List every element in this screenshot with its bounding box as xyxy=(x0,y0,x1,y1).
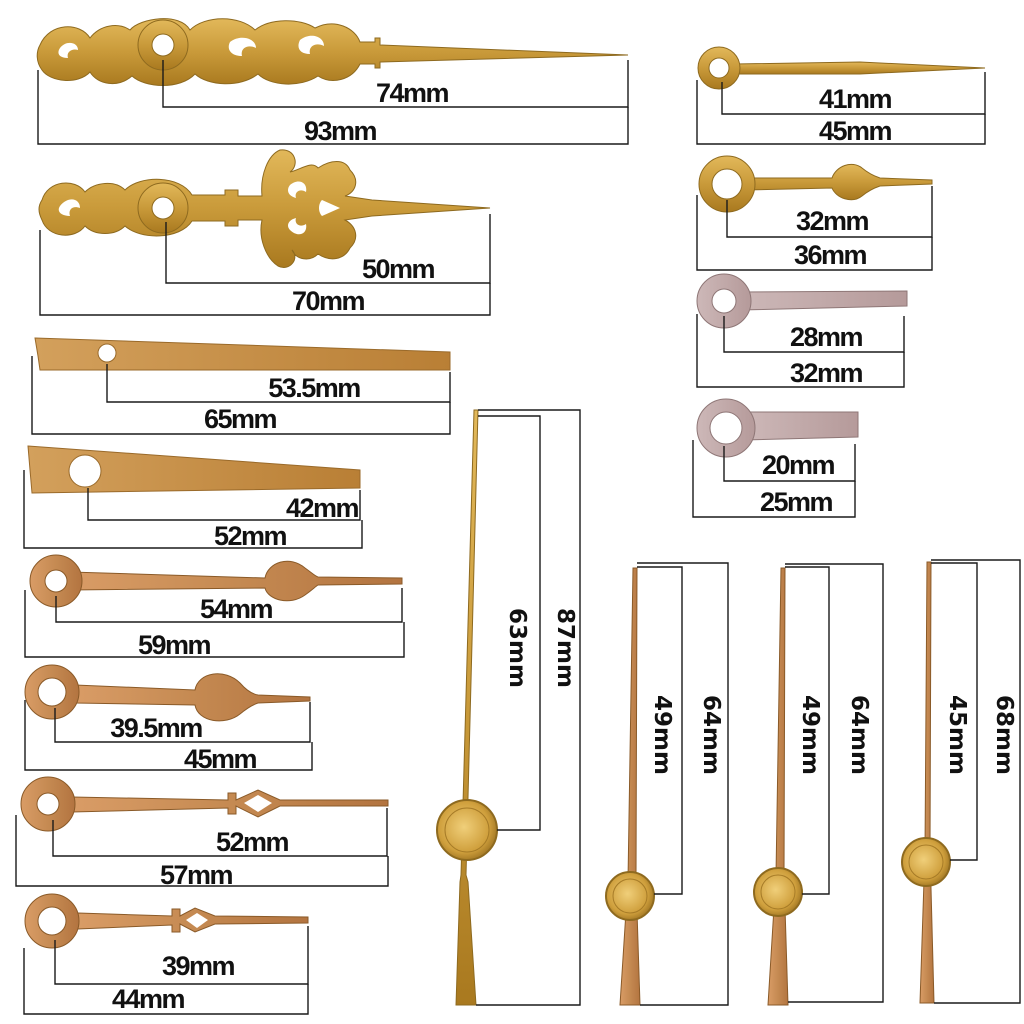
label-outer: 70mm xyxy=(292,286,365,316)
dimension-lines-13 xyxy=(476,409,581,1006)
hand-diamond-short xyxy=(24,893,309,949)
dimension-lines-1 xyxy=(37,60,629,145)
dimension-lines-8 xyxy=(23,926,309,1015)
label-inner: 45mm xyxy=(944,695,970,775)
dimension-lines-12 xyxy=(692,440,856,518)
label-inner: 53.5mm xyxy=(268,373,360,403)
dimension-lines-9 xyxy=(696,72,986,145)
dimension-lines-3 xyxy=(31,356,451,435)
hand-stick-silver-long xyxy=(696,273,908,329)
label-inner: 42mm xyxy=(286,493,359,523)
hand-needle-small xyxy=(697,46,986,90)
hand-ornate-long xyxy=(36,18,629,86)
dimension-lines-15 xyxy=(785,563,884,1003)
label-outer: 87mm xyxy=(552,608,578,688)
hand-body xyxy=(619,567,641,1006)
label-outer: 57mm xyxy=(160,860,233,890)
hand-body xyxy=(38,149,491,268)
label-inner: 49mm xyxy=(797,695,823,775)
dimension-lines-5 xyxy=(24,588,405,658)
label-inner: 20mm xyxy=(762,450,835,480)
label-outer: 32mm xyxy=(790,358,863,388)
label-outer: 44mm xyxy=(112,984,185,1014)
hand-hub xyxy=(436,799,498,861)
second-hand-c xyxy=(901,561,951,1004)
hand-ornate-fleur xyxy=(38,149,491,268)
label-inner: 54mm xyxy=(200,594,273,624)
label-outer: 59mm xyxy=(138,630,211,660)
label-outer: 45mm xyxy=(184,744,257,774)
hand-diamond-long xyxy=(20,776,389,832)
hand-body xyxy=(767,567,789,1006)
hand-body xyxy=(744,163,933,201)
label-inner: 39mm xyxy=(162,951,235,981)
hand-flat-wide-short xyxy=(27,445,361,494)
second-hand-large xyxy=(436,409,498,1006)
hand-body xyxy=(36,18,629,86)
hand-body xyxy=(455,409,479,1006)
label-inner: 63mm xyxy=(504,608,530,688)
second-hand-a xyxy=(605,567,655,1006)
label-inner: 41mm xyxy=(819,84,892,114)
label-inner: 39.5mm xyxy=(110,713,202,743)
hand-body xyxy=(34,337,451,371)
label-outer: 64mm xyxy=(846,695,872,775)
label-inner: 50mm xyxy=(362,254,435,284)
label-outer: 65mm xyxy=(204,404,277,434)
label-inner: 32mm xyxy=(796,206,869,236)
dimension-lines-4 xyxy=(23,470,363,549)
dimension-lines-16 xyxy=(931,559,1021,1004)
label-outer: 68mm xyxy=(991,695,1017,775)
hand-body xyxy=(744,411,859,441)
hand-spade-long xyxy=(29,554,403,608)
hand-body xyxy=(74,673,311,722)
hand-flat-wide-long xyxy=(34,337,451,371)
label-outer: 45mm xyxy=(819,116,892,146)
dimension-lines-10 xyxy=(696,186,933,271)
label-inner: 74mm xyxy=(376,78,449,108)
hand-stick-silver-short xyxy=(696,398,859,458)
dimension-lines-11 xyxy=(696,314,905,388)
dimension-lines-2 xyxy=(39,214,491,316)
label-outer: 36mm xyxy=(794,240,867,270)
label-outer: 64mm xyxy=(698,695,724,775)
hand-body xyxy=(71,789,389,818)
label-outer: 52mm xyxy=(214,521,287,551)
dimension-lines-6 xyxy=(24,700,313,771)
label-outer: 93mm xyxy=(304,116,377,146)
dimension-lines-14 xyxy=(637,562,729,1006)
label-inner: 49mm xyxy=(649,695,675,775)
second-hand-b xyxy=(753,567,803,1006)
label-outer: 25mm xyxy=(760,487,833,517)
label-inner: 52mm xyxy=(216,827,289,857)
hand-body xyxy=(734,61,986,75)
hand-body xyxy=(919,561,935,1004)
dimension-lines-7 xyxy=(15,808,389,887)
hand-body xyxy=(69,560,403,602)
hand-body xyxy=(27,445,361,494)
label-inner: 28mm xyxy=(790,322,863,352)
hand-spade-small xyxy=(698,155,933,213)
hand-spade-short xyxy=(24,664,311,722)
hand-body xyxy=(739,290,908,311)
